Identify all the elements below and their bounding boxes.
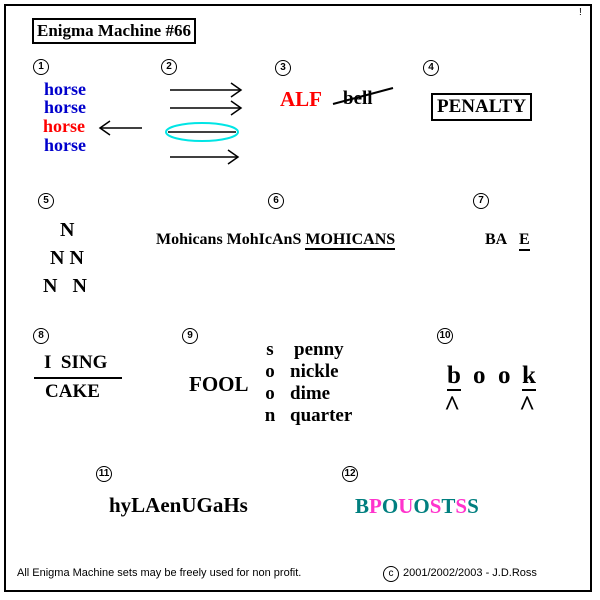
puzzle-number-12: 12 [342,466,358,482]
puzzle-number-4: 4 [423,60,439,76]
p7-text: BA [485,231,508,248]
p5-row-1: N [60,219,75,241]
p1-line-2: horse [44,97,86,117]
p12-letter: P [369,494,382,518]
p12-letter: S [429,494,442,518]
p8-denominator: CAKE [45,381,100,402]
p6-word-2: MohIcAnS [226,231,302,248]
puzzle-number-8: 8 [33,328,49,344]
p10-letter-b: b [447,362,461,391]
p6-words: Mohicans MohIcAnS MOHICANS [156,231,396,250]
p9-coin-1: penny [294,339,344,360]
puzzle-number-6: 6 [268,193,284,209]
p4-boxed-word: PENALTY [431,93,533,121]
corner-mark: ! [579,7,582,18]
puzzle-number-1: 1 [33,59,49,75]
p11-text: hyLAenUGaHs [109,493,248,517]
p7-underlined-letter: E [519,231,530,251]
p8-numerator: I SING [44,352,108,373]
p12-letter: S [455,494,468,518]
puzzle-number-11: 11 [96,466,112,482]
p9-column: s o o n [264,339,276,427]
puzzle-frame [4,4,592,592]
p5-row-3: N N [43,275,87,297]
p3-word: ALF [280,87,322,111]
p12-letter: U [398,494,414,518]
p12-letter: B [355,494,370,518]
p9-coin-2: nickle [290,361,339,382]
p10-caret-2: ^ [519,391,536,422]
copyright-icon: c [383,566,399,582]
puzzle-number-5: 5 [38,193,54,209]
p10-caret-1: ^ [444,391,461,422]
p9-coins: penny nickle dime quarter [290,339,352,427]
p10-letter-k: k [522,362,536,391]
p12-letter: S [467,494,479,518]
puzzle-number-7: 7 [473,193,489,209]
p12-colored-word: BPOUOSTSS [355,494,479,519]
p12-letter: T [441,494,456,518]
p12-letter: O [413,494,430,518]
p1-line-1: horse [44,79,86,99]
p1-line-3-highlighted: horse [43,116,85,136]
p9-col-letter-3: o [265,383,275,404]
p3-struck-word: bell [343,88,373,109]
p6-word-3-underlined: MOHICANS [305,231,396,250]
p10-letter-o2: o [498,362,511,389]
footer-copyright: 2001/2002/2003 - J.D.Ross [403,567,537,579]
p9-coin-3: dime [290,383,331,404]
page-title: Enigma Machine #66 [32,18,196,44]
p6-word-1: Mohicans [156,231,223,248]
puzzle-number-3: 3 [275,60,291,76]
p10-letter-o1: o [473,362,486,389]
puzzle-number-10: 10 [437,328,453,344]
footer-note: All Enigma Machine sets may be freely us… [17,567,302,579]
p12-letter: O [381,494,399,518]
p9-col-letter-2: o [265,361,275,382]
puzzle-number-9: 9 [182,328,198,344]
p9-col-letter-1: s [266,339,274,360]
p5-row-2: N N [50,247,84,269]
puzzle-number-2: 2 [161,59,177,75]
p1-line-4: horse [44,135,86,155]
p9-col-letter-4: n [264,405,276,426]
p9-coin-4: quarter [290,405,353,426]
p9-left-word: FOOL [189,372,249,396]
